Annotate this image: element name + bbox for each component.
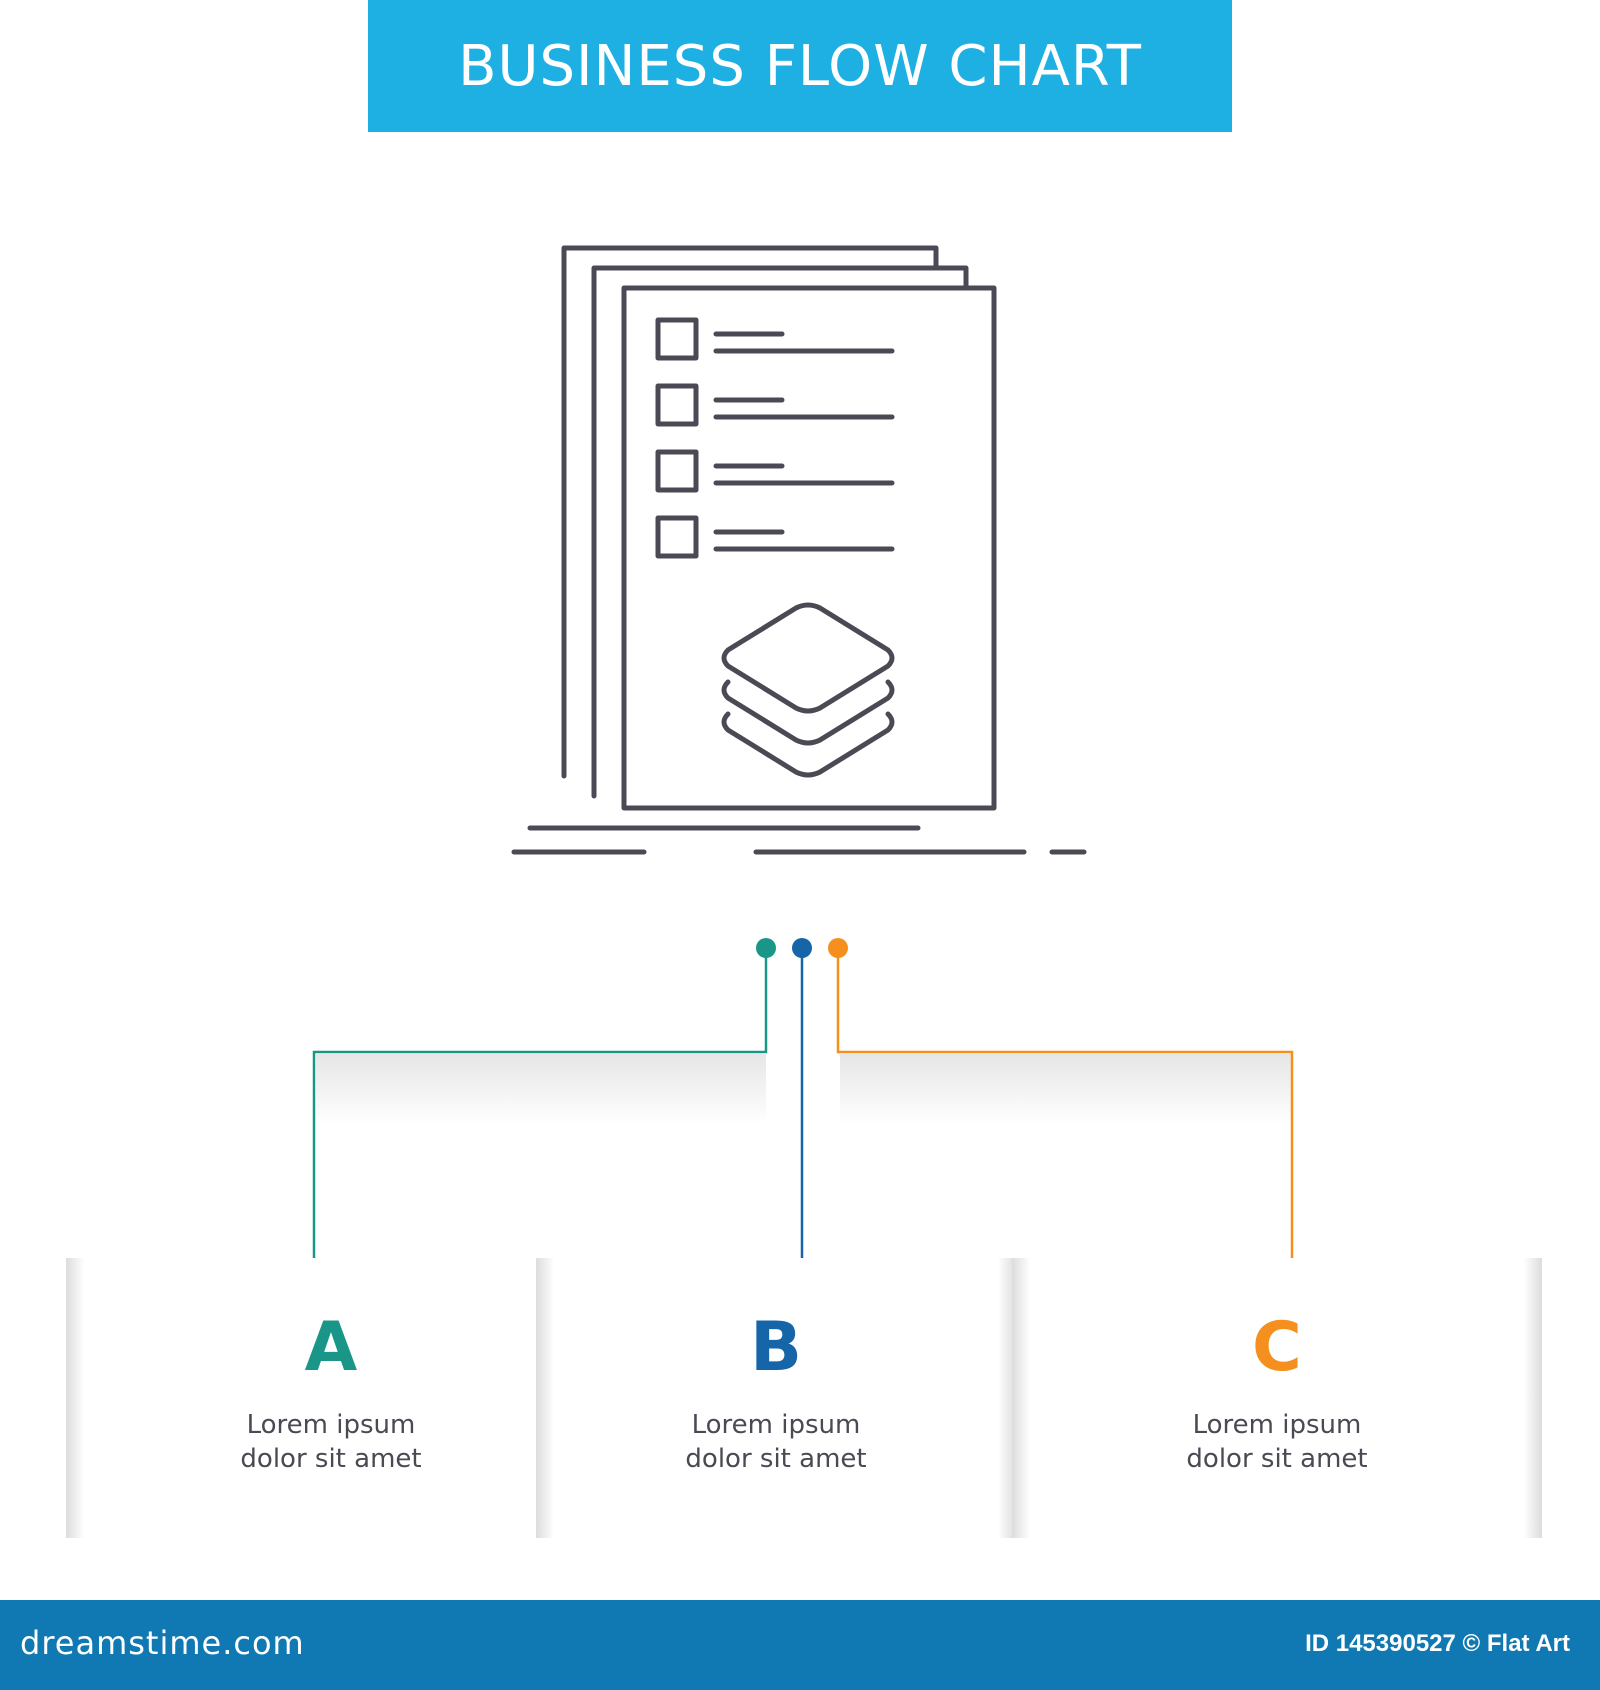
image-id-credit: ID 145390527 © Flat Art <box>1305 1630 1570 1657</box>
footer-bar: dreamstime.com ID 145390527 © Flat Art <box>0 1600 1600 1690</box>
card-b: B Lorem ipsum dolor sit amet <box>536 1258 1016 1538</box>
dreamstime-logo: dreamstime.com <box>20 1624 305 1662</box>
checklist-layers-icon <box>511 245 1087 855</box>
card-c: C Lorem ipsum dolor sit amet <box>1012 1258 1542 1538</box>
card-letter: B <box>750 1308 802 1387</box>
card-text-line-2: dolor sit amet <box>685 1444 867 1474</box>
teal-connector-line <box>312 948 768 1276</box>
layer-middle <box>721 679 895 746</box>
card-letter: C <box>1252 1308 1302 1387</box>
checkbox-3 <box>655 449 699 493</box>
connector-shadow-right <box>840 1054 1292 1124</box>
card-description: Lorem ipsum dolor sit amet <box>66 1408 596 1476</box>
checkbox-2 <box>655 383 699 427</box>
card-text-line-2: dolor sit amet <box>1186 1444 1368 1474</box>
card-text-line-2: dolor sit amet <box>240 1444 422 1474</box>
checkbox-4 <box>655 515 699 559</box>
card-description: Lorem ipsum dolor sit amet <box>536 1408 1016 1476</box>
card-text-line-1: Lorem ipsum <box>691 1410 861 1440</box>
card-text-line-1: Lorem ipsum <box>246 1410 416 1440</box>
connector-shadow-left <box>316 1054 766 1124</box>
layer-bottom <box>721 711 895 778</box>
checkbox-1 <box>655 317 699 361</box>
card-text-line-1: Lorem ipsum <box>1192 1410 1362 1440</box>
page-title: BUSINESS FLOW CHART <box>458 33 1142 99</box>
orange-connector-line <box>836 948 1294 1276</box>
card-a: A Lorem ipsum dolor sit amet <box>66 1258 596 1538</box>
back-page-outline <box>561 245 939 779</box>
card-letter: A <box>304 1308 358 1387</box>
card-description: Lorem ipsum dolor sit amet <box>1012 1408 1542 1476</box>
layer-top <box>721 602 895 714</box>
title-banner: BUSINESS FLOW CHART <box>368 0 1232 132</box>
middle-page-outline <box>591 265 969 799</box>
connector-lines <box>312 938 1294 1276</box>
